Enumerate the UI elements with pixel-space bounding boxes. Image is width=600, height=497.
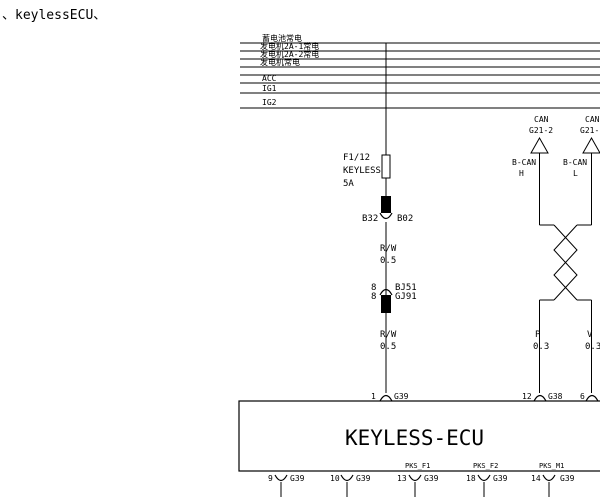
power-bus [240, 42, 600, 109]
ecu-pin-socket-icon [340, 474, 354, 482]
ecu-bottom-pin-number: 13 [397, 474, 407, 483]
ecu-bottom-pin-number: 18 [466, 474, 476, 483]
wire-rw1-color: R/W [380, 244, 397, 254]
ecu-top-pin-number: 6 [580, 392, 585, 401]
twisted-pair-wires [539, 153, 592, 393]
can-l-triangle-icon [582, 136, 600, 154]
ecu-bottom-pin-number: 9 [268, 474, 273, 483]
ecu-bottom-pin-conn: G39 [424, 474, 439, 483]
ecu-pin-socket-icon [542, 474, 556, 482]
fuse-symbol [381, 154, 391, 179]
can-h-conn: G21-2 [529, 126, 553, 135]
bus-label: 发电机2A-2常电 [260, 49, 319, 59]
ecu-bottom-pin-conn: G39 [356, 474, 371, 483]
bus-label: 蓄电池常电 [262, 33, 302, 43]
ecu-top-pin-conn: G38 [548, 392, 563, 401]
bus-label: IG1 [262, 84, 277, 93]
can-l-conn: G21- [580, 126, 599, 135]
connector-b-socket [379, 212, 393, 220]
bus-label: IG2 [262, 98, 277, 107]
wire-p-color: P [535, 330, 541, 340]
wire-v-size: 0.3 [585, 342, 600, 352]
can-h-triangle-icon [530, 136, 549, 154]
ecu-bottom-pin-number: 14 [531, 474, 541, 483]
bus-label: ACC [262, 74, 277, 83]
ecu-top-pin-number: 1 [371, 392, 376, 401]
can-l-side: L [573, 169, 578, 178]
can-l-net: CAN [585, 115, 600, 124]
bus-label: 发电机常电 [260, 57, 300, 67]
connector-bj-bottom: GJ91 [395, 292, 417, 302]
ecu-bottom-pins: 9 G39 10 G39 PKS_F1 13 G39 PKS_F2 18 G39… [268, 462, 575, 497]
ecu-top-pin-conn: G39 [394, 392, 409, 401]
connector-bj-socket [379, 288, 393, 296]
connector-bj-plug [381, 295, 391, 313]
ecu-pin-socket-icon [408, 474, 422, 482]
connector-bj-top: BJ51 [395, 283, 417, 293]
can-h-side: H [519, 169, 524, 178]
ecu-bottom-pin-conn: G39 [493, 474, 508, 483]
connector-b-right: B02 [397, 214, 413, 224]
wire-rw2-color: R/W [380, 330, 397, 340]
fuse-id: F1/12 [343, 153, 370, 163]
ecu-title: KEYLESS-ECU [345, 426, 484, 450]
keyless-ecu-box [238, 400, 600, 472]
ecu-bottom-pin-conn: G39 [560, 474, 575, 483]
ecu-pin-socket-icon [379, 394, 393, 402]
ecu-bottom-pin-number: 10 [330, 474, 340, 483]
fuse-name: KEYLESS [343, 166, 381, 176]
connector-bj-pin-bottom: 8 [371, 292, 376, 302]
caption: 、keylessECU、 [2, 8, 107, 23]
wire-rw1-size: 0.5 [380, 256, 396, 266]
fuse-rating: 5A [343, 179, 354, 189]
bus-label: 发电机2A-1常电 [260, 41, 319, 51]
ecu-bottom-pin-conn: G39 [290, 474, 305, 483]
ecu-pin-socket-icon [274, 474, 288, 482]
connector-b-plug [381, 196, 391, 213]
can-l-name: B-CAN [563, 158, 587, 167]
ecu-pin-socket-icon [477, 474, 491, 482]
ecu-bottom-pin-label: PKS_M1 [539, 462, 564, 470]
bus-labels: 蓄电池常电 发电机2A-1常电 发电机2A-2常电 发电机常电 ACC IG1 … [260, 33, 319, 107]
ecu-bottom-pin-label: PKS_F1 [405, 462, 430, 470]
connector-b-left: B32 [362, 214, 378, 224]
can-h-net: CAN [534, 115, 549, 124]
connector-bj-pin-top: 8 [371, 283, 376, 293]
ecu-bottom-pin-label: PKS_F2 [473, 462, 498, 470]
can-h-name: B-CAN [512, 158, 536, 167]
ecu-pin-socket-icon [533, 394, 547, 402]
ecu-top-pin-number: 12 [522, 392, 532, 401]
wire-p-size: 0.3 [533, 342, 549, 352]
wire-rw2-size: 0.5 [380, 342, 396, 352]
wire-v-color: V [587, 330, 593, 340]
ecu-pin-socket-icon [585, 394, 599, 402]
